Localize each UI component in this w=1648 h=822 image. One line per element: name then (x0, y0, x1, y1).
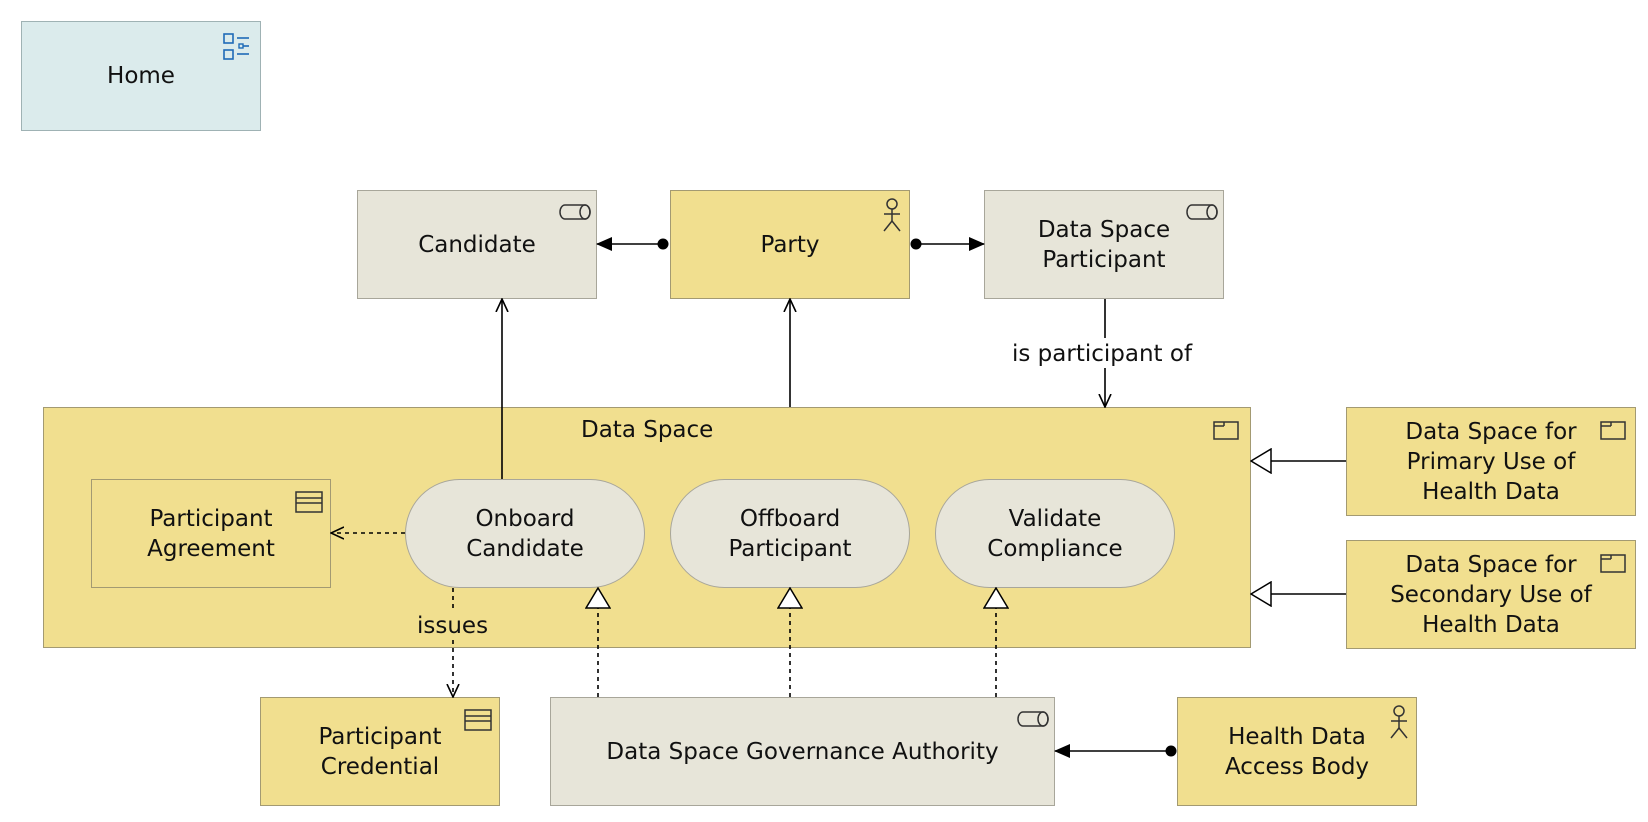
health-data-access-body-label: Health Data Access Body (1224, 723, 1370, 780)
role-icon (1186, 204, 1218, 220)
secondary-use-label: Data Space for Secondary Use of Health D… (1390, 551, 1592, 638)
offboard-participant-label: Offboard Participant (728, 505, 852, 562)
onboard-candidate-service[interactable]: Onboard Candidate (405, 479, 645, 588)
product-icon (1600, 554, 1626, 573)
data-space-participant-node[interactable]: Data Space Participant (984, 190, 1224, 299)
home-label: Home (107, 63, 175, 89)
data-space-participant-label: Data Space Participant (1037, 216, 1171, 273)
party-label: Party (760, 231, 820, 258)
primary-use-label: Data Space for Primary Use of Health Dat… (1405, 418, 1577, 505)
contract-icon (295, 491, 323, 513)
participant-credential-node[interactable]: Participant Credential (260, 697, 500, 806)
offboard-participant-service[interactable]: Offboard Participant (670, 479, 910, 588)
actor-icon (1390, 705, 1408, 739)
health-data-access-body-node[interactable]: Health Data Access Body (1177, 697, 1417, 806)
navigation-icon (223, 33, 249, 60)
home-node[interactable]: Home (21, 21, 261, 131)
product-icon (1600, 421, 1626, 440)
governance-authority-label: Data Space Governance Authority (606, 738, 999, 765)
role-icon (1017, 711, 1049, 727)
participant-credential-label: Participant Credential (318, 723, 442, 780)
governance-authority-node[interactable]: Data Space Governance Authority (550, 697, 1055, 806)
product-icon (1213, 421, 1239, 440)
candidate-label: Candidate (418, 231, 536, 258)
primary-use-data-space-node[interactable]: Data Space for Primary Use of Health Dat… (1346, 407, 1636, 516)
participant-agreement-label: Participant Agreement (147, 505, 275, 562)
issues-label: issues (413, 612, 493, 640)
is-participant-of-label: is participant of (1008, 340, 1197, 368)
validate-compliance-label: Validate Compliance (987, 505, 1123, 562)
actor-icon (883, 198, 901, 232)
party-node[interactable]: Party (670, 190, 910, 299)
participant-agreement-node[interactable]: Participant Agreement (91, 479, 331, 588)
onboard-candidate-label: Onboard Candidate (466, 505, 584, 562)
data-space-label: Data Space (581, 417, 714, 443)
candidate-node[interactable]: Candidate (357, 190, 597, 299)
contract-icon (464, 709, 492, 731)
validate-compliance-service[interactable]: Validate Compliance (935, 479, 1175, 588)
secondary-use-data-space-node[interactable]: Data Space for Secondary Use of Health D… (1346, 540, 1636, 649)
role-icon (559, 204, 591, 220)
